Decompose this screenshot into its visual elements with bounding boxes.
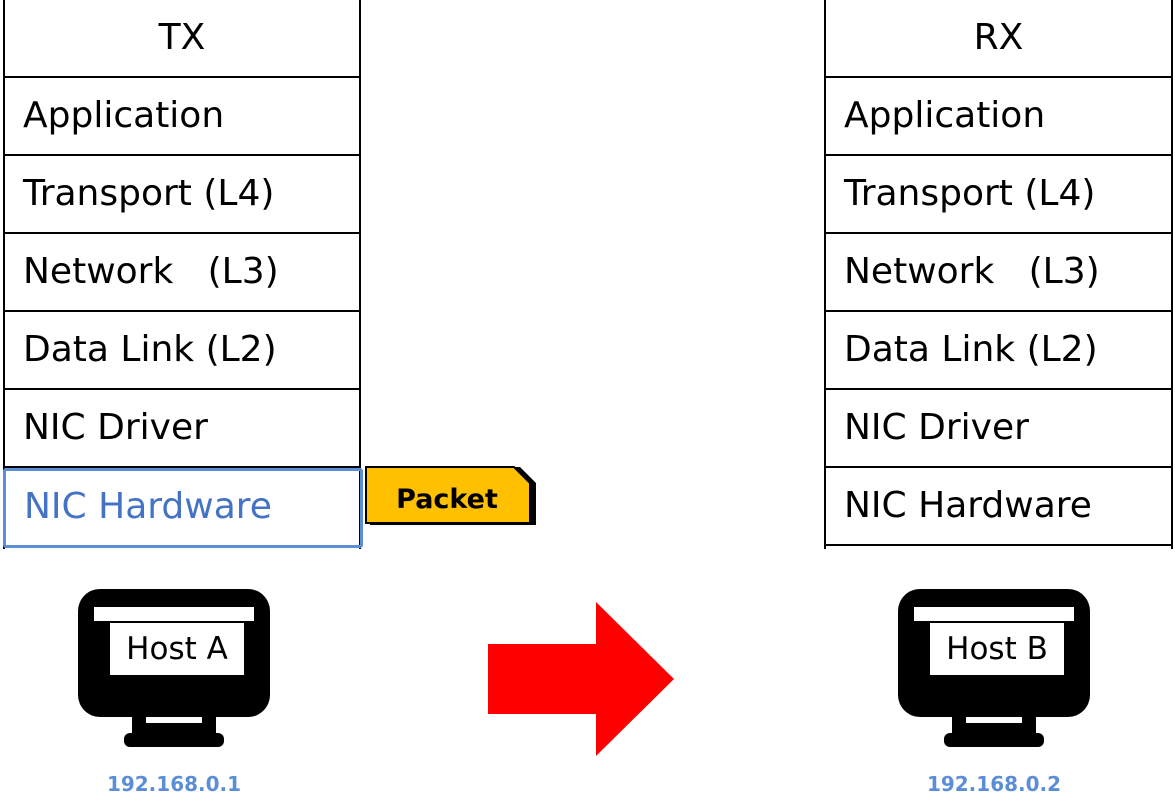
- rx-layer-application: Application: [826, 78, 1171, 156]
- tx-protocol-stack: TX Application Transport (L4) Network (L…: [3, 0, 363, 549]
- tx-layer-data-link: Data Link (L2): [5, 312, 359, 390]
- rx-protocol-stack: RX Application Transport (L4) Network (L…: [824, 0, 1173, 549]
- arrow-right-icon: [488, 602, 674, 756]
- host-a-ip: 192.168.0.1: [106, 772, 242, 796]
- rx-stack-header: RX: [826, 0, 1171, 78]
- tx-layer-transport: Transport (L4): [5, 156, 359, 234]
- host-a-label: Host A: [110, 623, 244, 675]
- packet-shape: [365, 466, 536, 525]
- host-b-ip: 192.168.0.2: [926, 772, 1062, 796]
- tx-layer-nic-driver: NIC Driver: [5, 390, 359, 468]
- packet: Packet: [364, 465, 536, 527]
- tx-layer-nic-hardware: NIC Hardware: [3, 468, 363, 548]
- computer-icon: [78, 589, 270, 747]
- computer-icon: [898, 589, 1090, 747]
- tx-layer-network: Network (L3): [5, 234, 359, 312]
- tx-layer-application: Application: [5, 78, 359, 156]
- host-b-label: Host B: [930, 623, 1064, 675]
- rx-layer-transport: Transport (L4): [826, 156, 1171, 234]
- packet-label: Packet: [396, 484, 498, 515]
- rx-layer-nic-driver: NIC Driver: [826, 390, 1171, 468]
- rx-layer-nic-hardware: NIC Hardware: [826, 468, 1171, 546]
- host-a: Host A: [74, 585, 274, 765]
- tx-stack-header: TX: [5, 0, 359, 78]
- rx-layer-data-link: Data Link (L2): [826, 312, 1171, 390]
- host-b: Host B: [894, 585, 1094, 765]
- rx-layer-network: Network (L3): [826, 234, 1171, 312]
